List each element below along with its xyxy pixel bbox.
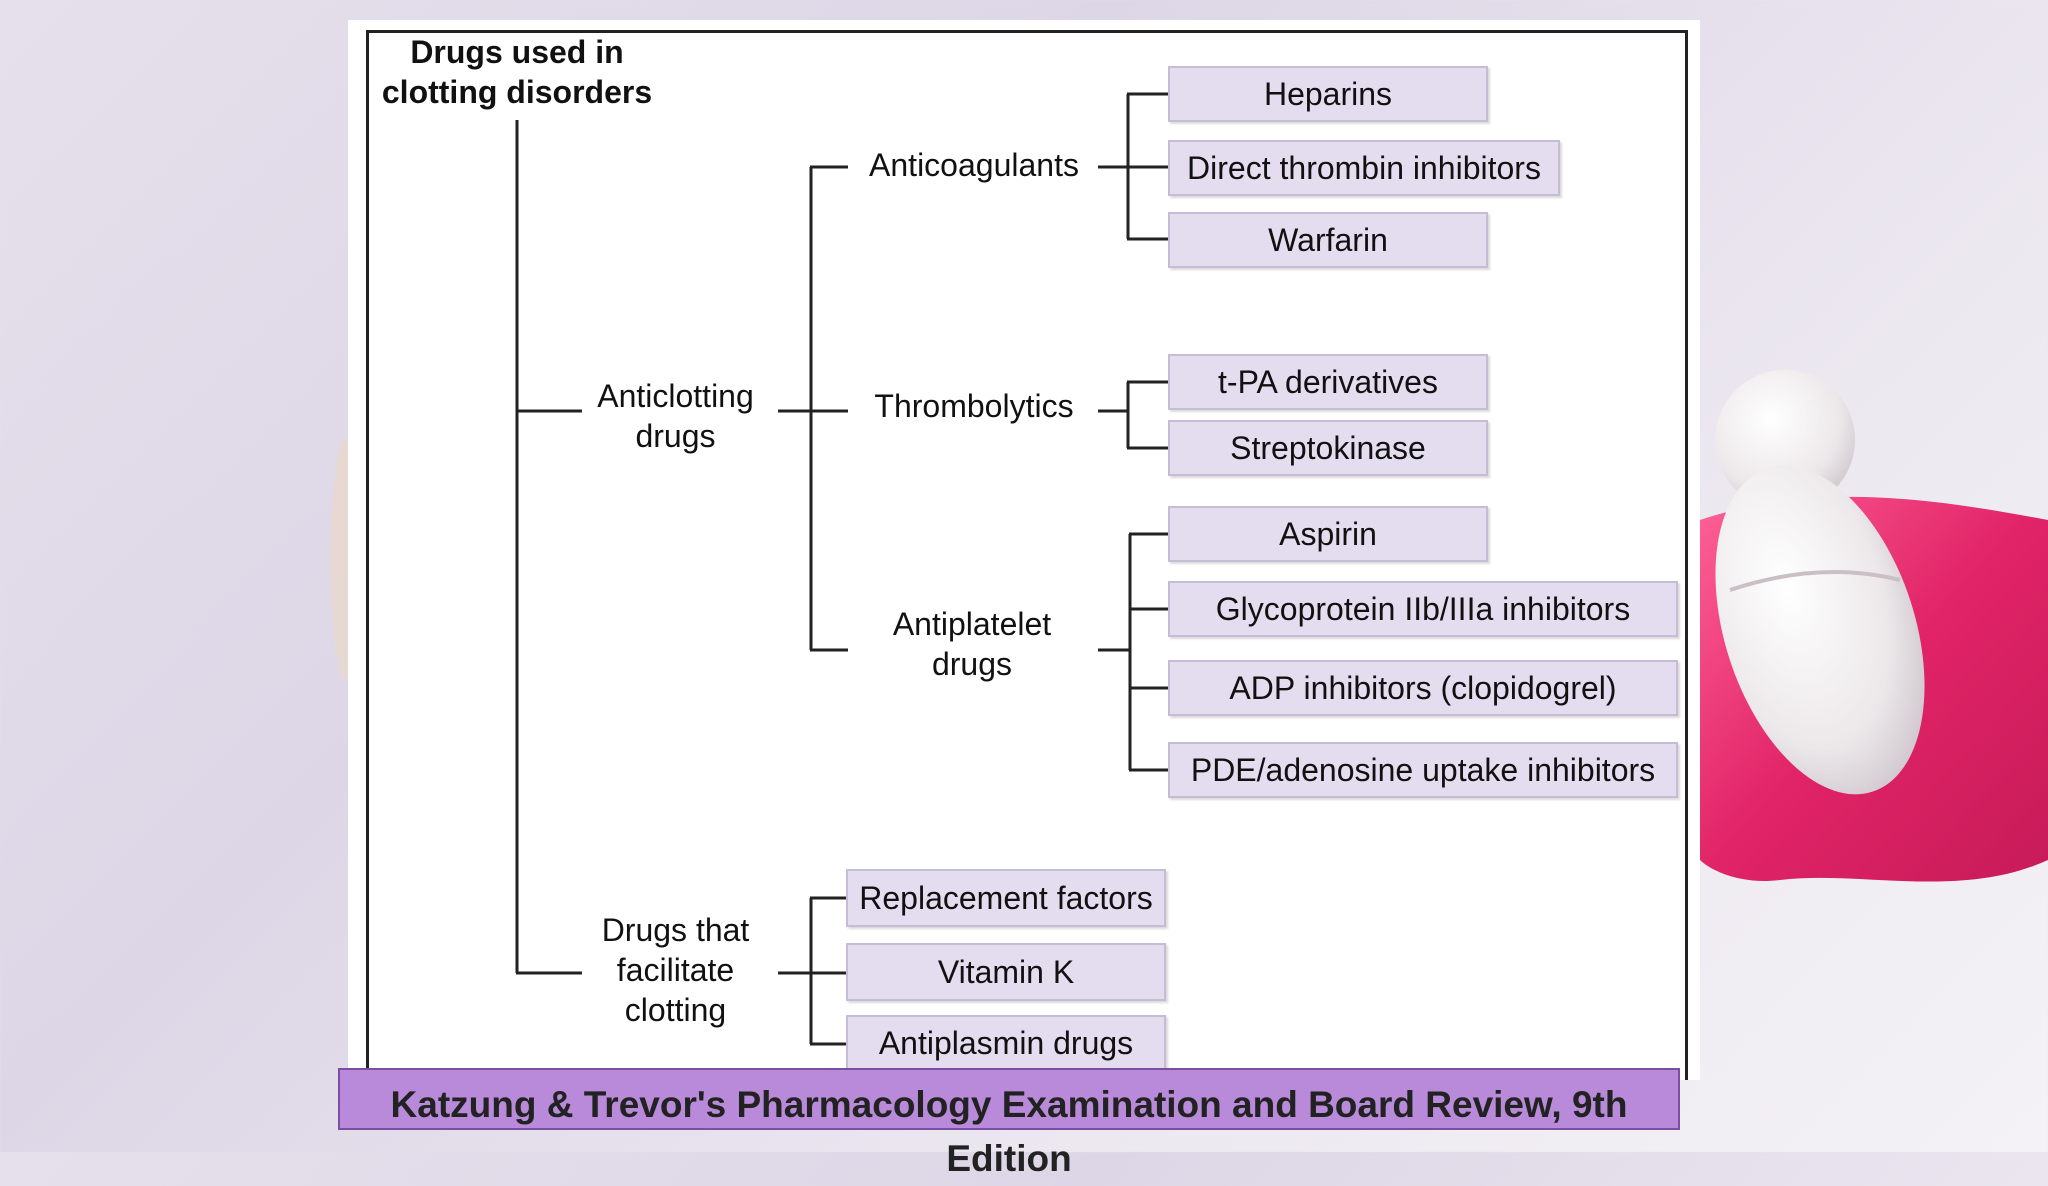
pill-shape-large xyxy=(1715,465,1925,795)
item-direct-thrombin-inhibitors: Direct thrombin inhibitors xyxy=(1168,140,1560,196)
root-title: Drugs used in clotting disorders xyxy=(381,34,653,110)
subcategory-thrombolytics: Thrombolytics xyxy=(874,388,1074,424)
item-pde-adenosine-uptake-inhibitors: PDE/adenosine uptake inhibitors xyxy=(1168,742,1678,798)
item-replacement-factors: Replacement factors xyxy=(846,869,1166,927)
item-warfarin: Warfarin xyxy=(1168,212,1488,268)
item-vitamin-k: Vitamin K xyxy=(846,943,1166,1001)
item-streptokinase: Streptokinase xyxy=(1168,420,1488,476)
category-anticlotting-drugs: Anticlotting drugs xyxy=(597,378,754,454)
item-adp-inhibitors: ADP inhibitors (clopidogrel) xyxy=(1168,660,1678,716)
item-heparins: Heparins xyxy=(1168,66,1488,122)
item-t-pa-derivatives: t-PA derivatives xyxy=(1168,354,1488,410)
diagram-frame xyxy=(366,30,1688,1080)
source-caption: Katzung & Trevor's Pharmacology Examinat… xyxy=(390,1084,1628,1179)
source-caption-banner xyxy=(338,1068,1680,1130)
category-drugs-that-facilitate-clotting: Drugs that facilitate clotting xyxy=(601,912,750,1028)
item-glycoprotein-inhibitors: Glycoprotein IIb/IIIa inhibitors xyxy=(1168,581,1678,637)
subcategory-antiplatelet-drugs: Antiplatelet drugs xyxy=(892,606,1052,682)
background-decoration xyxy=(331,370,2048,882)
connector-lines xyxy=(515,92,1168,1046)
pill-shape xyxy=(1715,370,1855,510)
item-antiplasmin-drugs: Antiplasmin drugs xyxy=(846,1015,1166,1071)
item-aspirin: Aspirin xyxy=(1168,506,1488,562)
subcategory-anticoagulants: Anticoagulants xyxy=(869,147,1079,183)
